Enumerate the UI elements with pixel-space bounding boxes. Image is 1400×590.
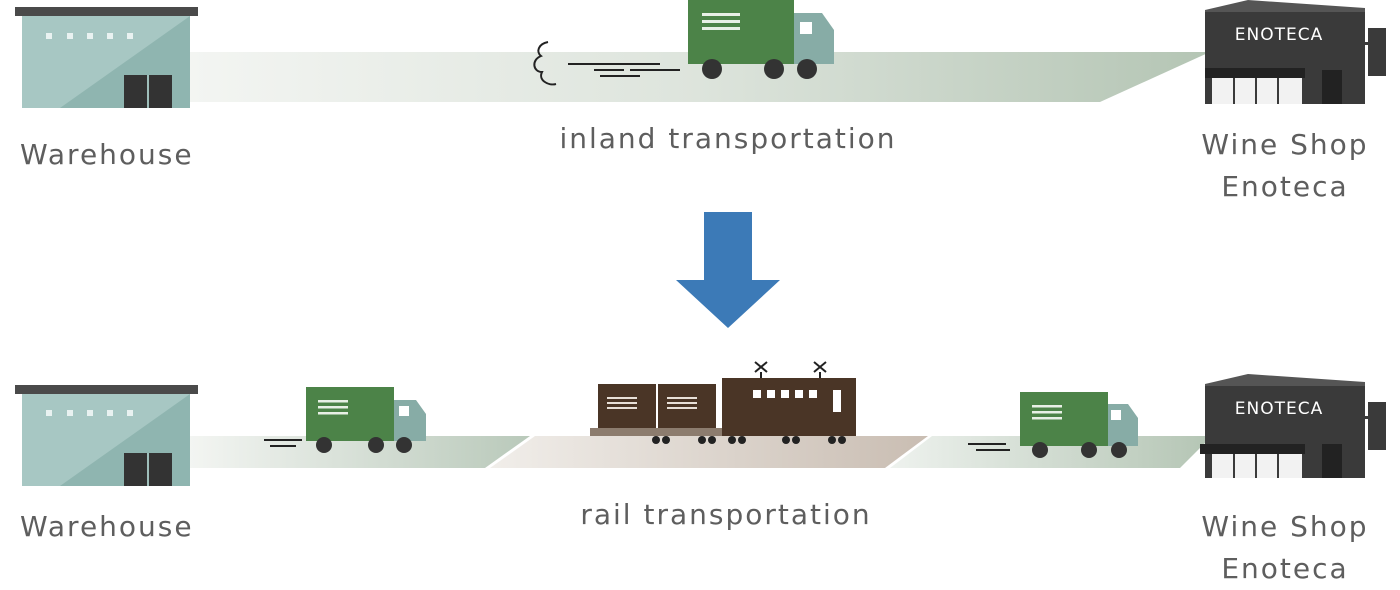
warehouse-icon — [15, 385, 198, 486]
destination-line2: Enoteca — [1221, 552, 1349, 585]
truck-icon — [533, 0, 834, 86]
destination-label-bottom: Wine Shop Enoteca — [1180, 506, 1390, 590]
down-arrow-icon — [676, 212, 780, 328]
destination-label-top: Wine Shop Enoteca — [1180, 124, 1390, 208]
shop-sign-text: ENOTECA — [1235, 25, 1323, 45]
truck-icon — [968, 392, 1138, 458]
destination-line1: Wine Shop — [1201, 510, 1369, 543]
road-left — [190, 436, 530, 468]
truck-icon — [264, 387, 426, 453]
warehouse-icon — [15, 7, 198, 108]
train-icon — [590, 361, 856, 444]
shop-sign-text: ENOTECA — [1235, 399, 1323, 419]
road-top — [190, 52, 1210, 102]
destination-line2: Enoteca — [1221, 170, 1349, 203]
rail-road — [490, 436, 928, 468]
origin-label-top: Warehouse — [20, 138, 194, 171]
origin-label-bottom: Warehouse — [20, 510, 194, 543]
shop-icon: ENOTECA — [1200, 374, 1386, 478]
mode-label-bottom: rail transportation — [580, 498, 872, 531]
mode-label-top: inland transportation — [559, 122, 897, 155]
destination-line1: Wine Shop — [1201, 128, 1369, 161]
shop-icon: ENOTECA — [1205, 0, 1386, 104]
